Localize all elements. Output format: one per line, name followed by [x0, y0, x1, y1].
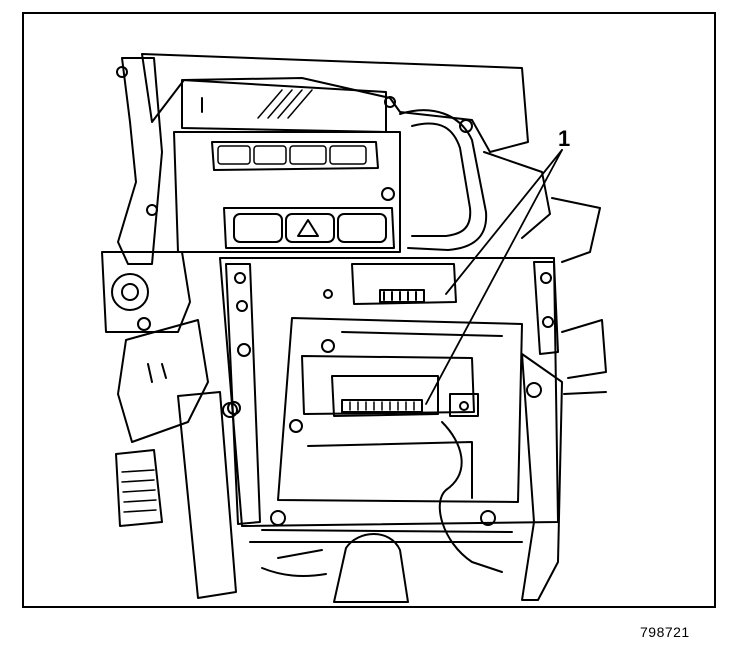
- hazard-triangle-icon: [297, 219, 319, 237]
- left-knob: [111, 273, 149, 311]
- left-switch: [233, 213, 283, 243]
- callout-leader-upper: [445, 149, 563, 295]
- hazard-switch-panel: [223, 207, 395, 249]
- duct-clip: [459, 119, 473, 133]
- wiring-harness: [438, 421, 503, 573]
- left-rail: [225, 263, 261, 525]
- switch-buttons-top: [217, 145, 367, 165]
- switch-cluster-housing: [173, 131, 401, 253]
- lower-trim-left: [177, 391, 237, 599]
- vent-bezel: [181, 79, 387, 133]
- upper-dash-panel: [141, 53, 529, 153]
- left-lower-panel: [117, 319, 209, 443]
- right-switch: [337, 213, 387, 243]
- right-rail: [533, 261, 559, 355]
- dashboard-illustration: [101, 53, 607, 603]
- upper-connector: [351, 263, 457, 305]
- pedal: [115, 449, 163, 527]
- upper-screw: [384, 96, 396, 108]
- lower-connector: [331, 375, 439, 417]
- lower-trim-right: [521, 353, 563, 601]
- radio-mounting-frame: [219, 257, 559, 527]
- cluster-screw: [381, 187, 395, 201]
- air-duct: [399, 109, 488, 251]
- right-dash-edge: [483, 151, 551, 239]
- callout-label: 1: [558, 126, 571, 151]
- figure-number: 798721: [640, 624, 690, 640]
- vent-glass-hatching: [257, 89, 313, 119]
- hazard-switch: [285, 213, 335, 243]
- diagram-frame: [22, 12, 716, 608]
- lower-connector-pins: [341, 399, 423, 413]
- upper-connector-pins: [379, 289, 425, 303]
- radio-body: [277, 317, 523, 503]
- shifter-boot: [333, 533, 409, 603]
- left-bracket: [101, 251, 191, 333]
- callout-leader-lower: [425, 149, 563, 405]
- left-dash-frame: [117, 57, 163, 265]
- switch-row-top: [211, 141, 379, 171]
